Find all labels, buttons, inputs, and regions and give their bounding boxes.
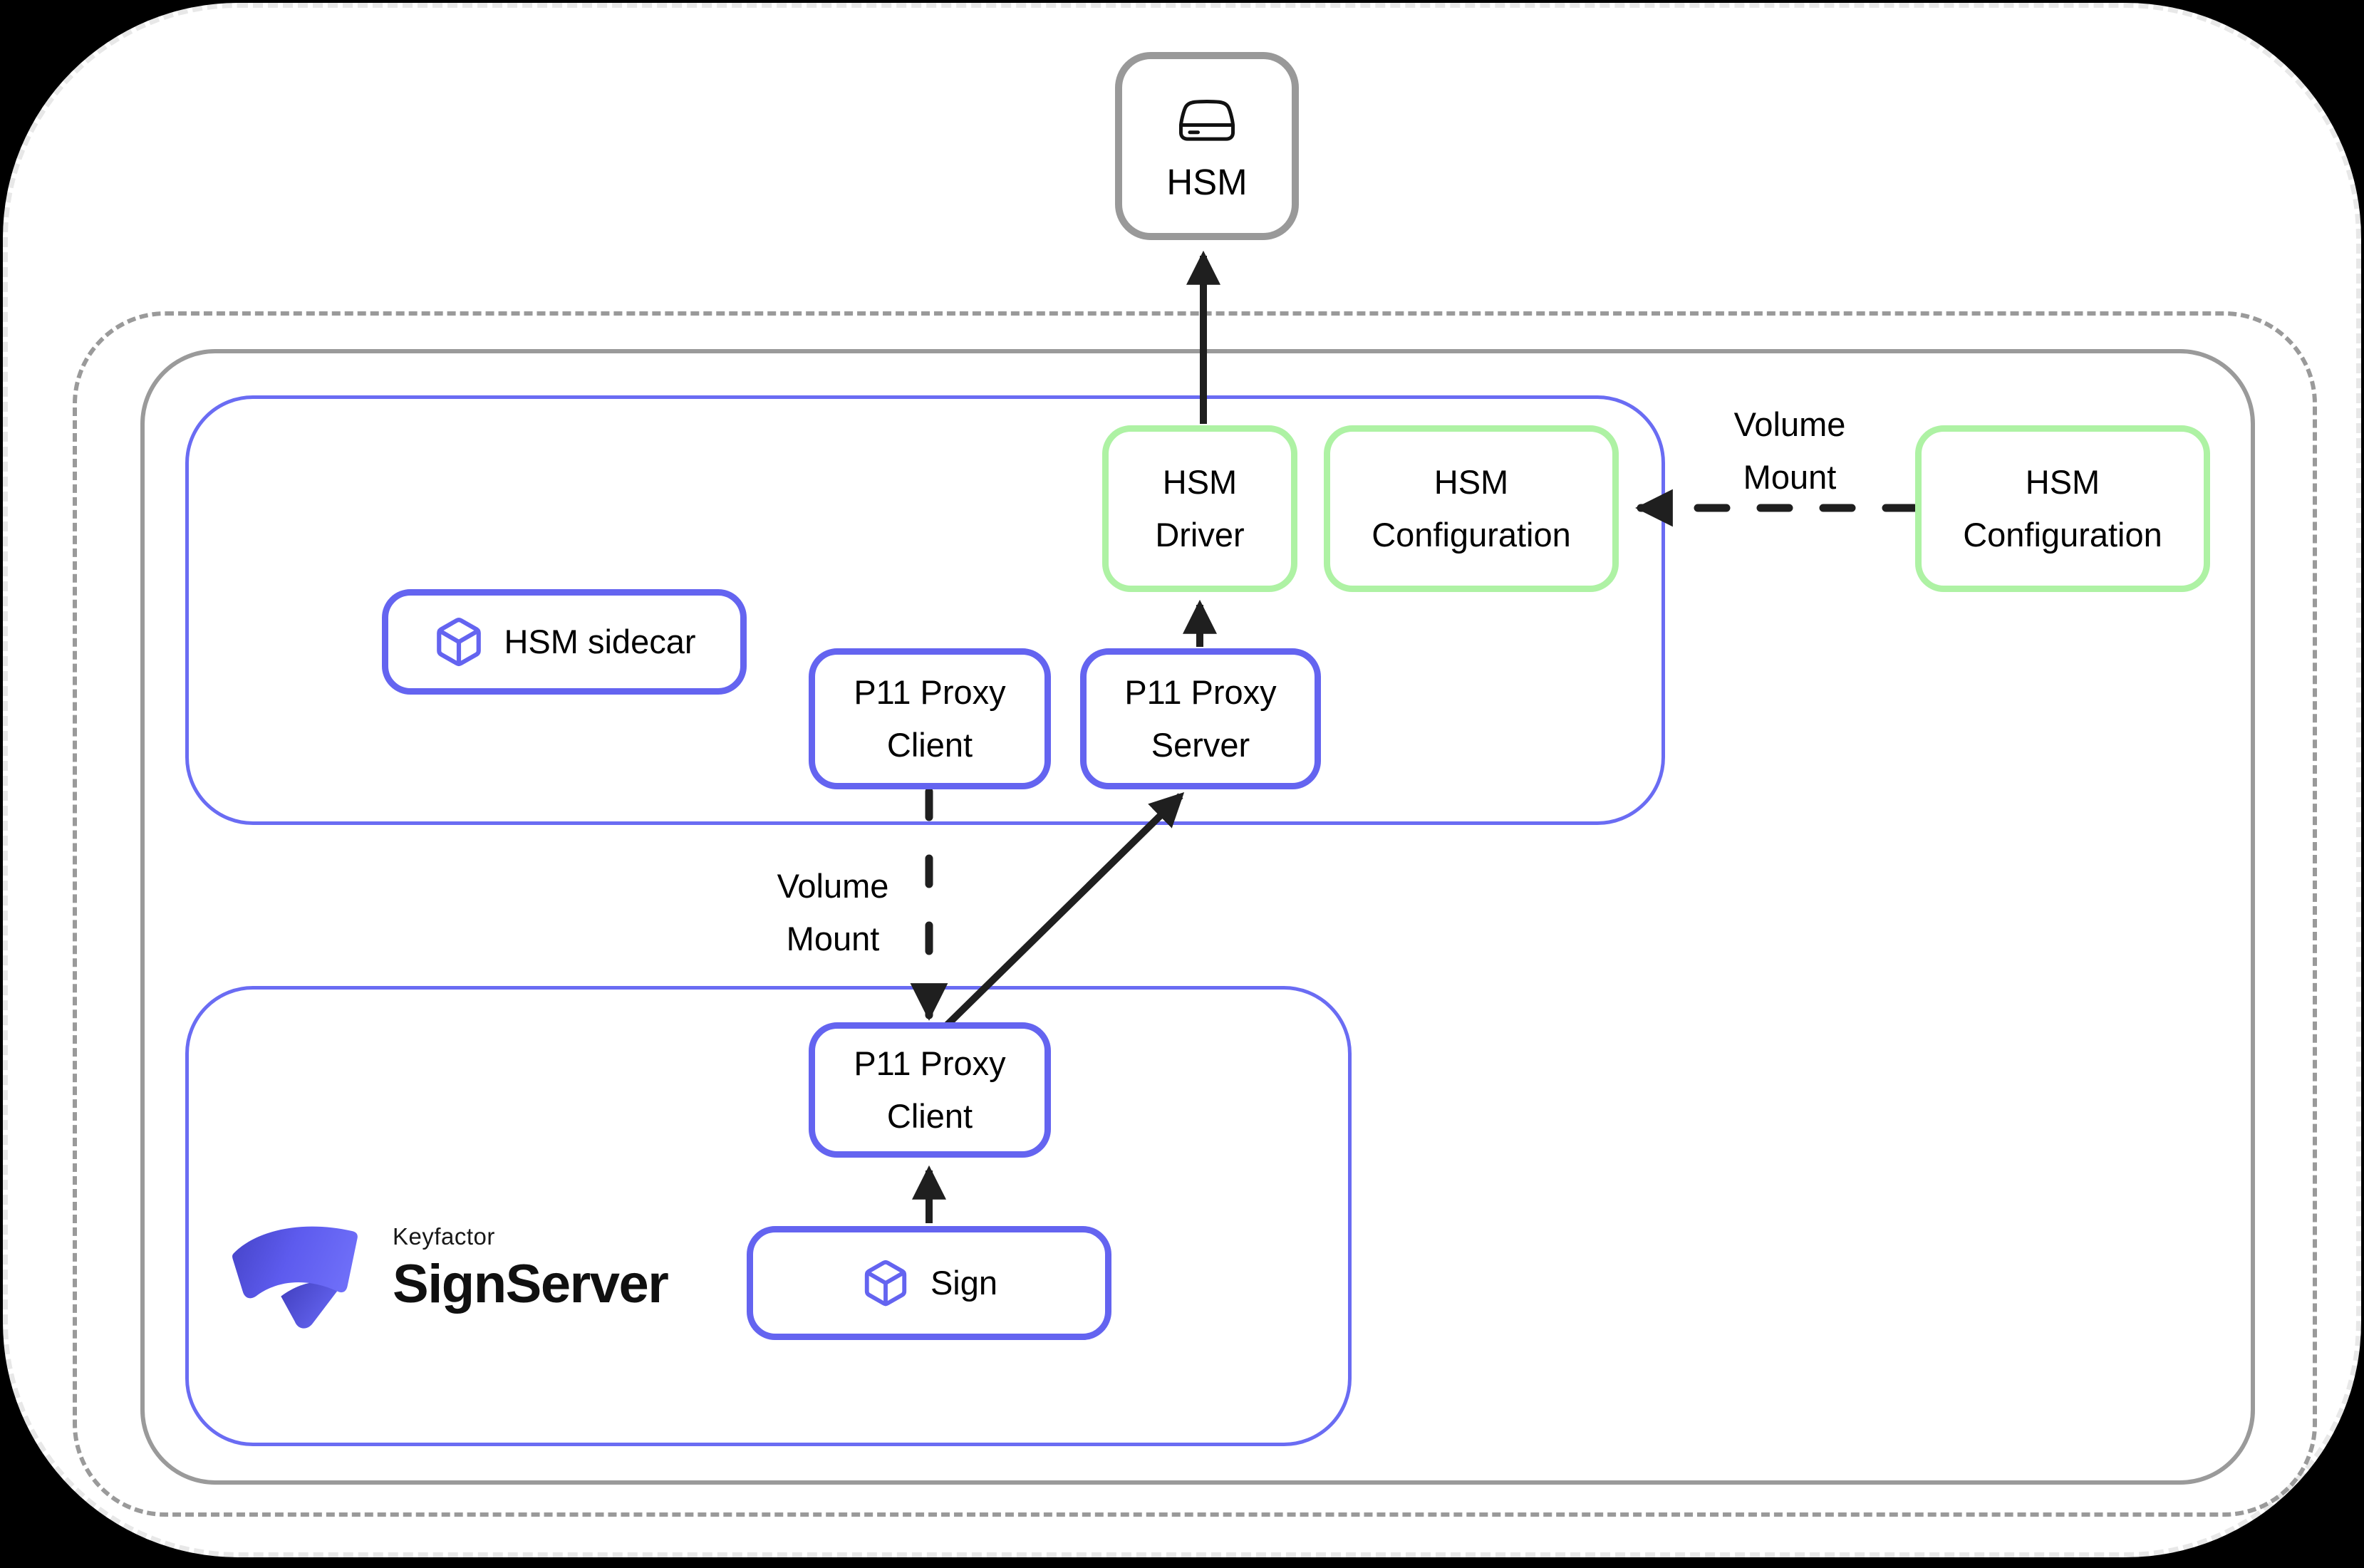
node-p11-proxy-client-bottom-label: P11 Proxy Client [854,1044,1006,1135]
node-p11-proxy-client-bottom: P11 Proxy Client [809,1022,1051,1158]
node-p11-proxy-client-top-label: P11 Proxy Client [854,673,1006,764]
keyfactor-signserver-logo: Keyfactor SignServer [393,1223,669,1315]
cube-icon [864,1260,907,1307]
cube-icon [437,618,482,667]
node-hsm-label: HSM [1166,161,1248,202]
node-hsm-configuration-inner-label: HSM Configuration [1372,463,1571,554]
node-hsm-sidecar-label: HSM sidecar [504,623,696,660]
diagram-canvas: HSM HSM Driver HSM Configuration HSM Con… [3,3,2361,1557]
node-sign: Sign [747,1226,1111,1340]
cluster-dashed-boundary [73,311,2317,1517]
node-sign-label: Sign [930,1264,998,1302]
node-hsm-driver-label: HSM Driver [1155,463,1245,554]
node-hsm-driver: HSM Driver [1102,425,1297,592]
node-p11-proxy-server: P11 Proxy Server [1080,648,1321,789]
logo-product-text: SignServer [393,1254,669,1314]
logo-brand-text: Keyfactor [393,1223,495,1250]
node-hsm-sidecar: HSM sidecar [382,589,747,695]
node-p11-proxy-client-top: P11 Proxy Client [809,648,1051,789]
keyfactor-logo-mark [232,1226,358,1329]
node-solid-boundary [140,349,2255,1485]
drive-icon [1178,99,1235,141]
logo-mark-tail [281,1282,341,1329]
node-p11-proxy-server-label: P11 Proxy Server [1124,673,1277,764]
node-hsm-configuration-external-label: HSM Configuration [1963,463,2162,554]
volume-mount-label-middle: Volume Mount [777,867,889,957]
node-hsm-configuration-inner: HSM Configuration [1324,425,1619,592]
node-hsm: HSM [1115,52,1299,240]
logo-mark-flag [232,1226,358,1299]
volume-mount-label-top: Volume Mount [1733,405,1846,496]
node-hsm-configuration-external: HSM Configuration [1915,425,2210,592]
signserver-pod-container [185,986,1352,1446]
